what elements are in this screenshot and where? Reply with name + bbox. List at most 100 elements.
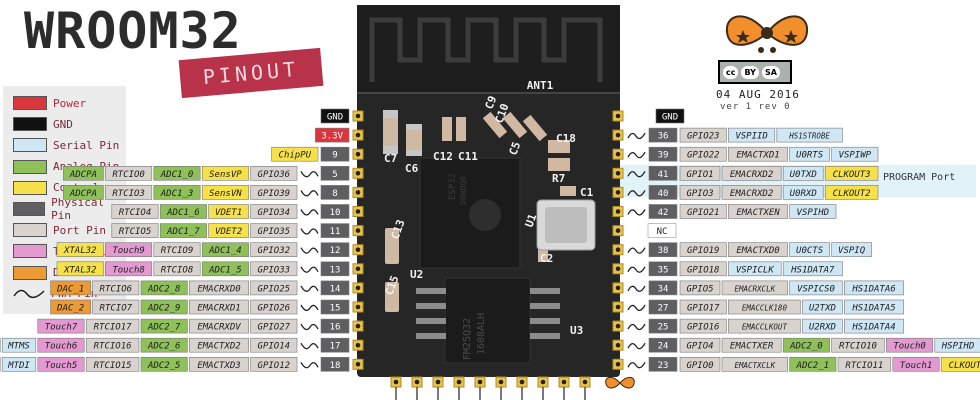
legend-label: Port Pin <box>53 223 106 237</box>
legend-swatch <box>13 202 46 216</box>
bottom-pad-row <box>390 376 635 400</box>
pin-label-box <box>85 337 140 353</box>
component-label: C12 <box>433 150 453 163</box>
pin-label-box <box>1 337 37 353</box>
pin-label: GPIO17 <box>687 304 720 314</box>
legend-item: Port Pin <box>13 221 106 239</box>
pin-label: ADCPA <box>69 189 97 199</box>
pwm-wave-icon <box>300 361 319 369</box>
pin-label: HS1DATA6 <box>851 284 895 294</box>
pin-label: GPIO5 <box>686 284 713 294</box>
pin-label-box <box>648 280 678 296</box>
pin-hole <box>355 362 361 367</box>
pin-label: VSPICLK <box>736 265 775 275</box>
pin-label: U0TXD <box>790 170 817 180</box>
bottom-pin-pad <box>537 376 549 400</box>
pin-label-box <box>250 318 298 334</box>
pin-label: 34 <box>658 284 669 294</box>
pin-hole <box>355 266 361 272</box>
chip-marking-2: D0WDQ6 <box>459 176 468 205</box>
program-port-label: PROGRAM Port <box>883 172 956 183</box>
pin-label-box <box>886 337 934 353</box>
pin-label: XTAL32 <box>63 265 97 275</box>
legend-swatch <box>13 138 47 153</box>
component-label: R7 <box>552 172 565 185</box>
pin-label: 8 <box>332 189 337 199</box>
esp32-chip <box>419 157 521 269</box>
bottom-pin-pad <box>495 376 507 400</box>
pin-label-box <box>189 318 249 334</box>
pin-label: RTCIO8 <box>161 265 194 275</box>
pin-label-box <box>824 166 879 181</box>
pin-label: EMACCLK180 <box>742 304 788 313</box>
pin-label: 5 <box>332 170 337 180</box>
pin-label: CLKOUT3 <box>833 170 871 180</box>
component-label: C11 <box>458 150 478 163</box>
pin-label-box <box>648 127 678 143</box>
pin-label: GND <box>662 113 678 123</box>
bottom-pin-pad <box>390 376 402 400</box>
pin-label: RTCIO7 <box>100 304 133 314</box>
pin-label-box <box>721 166 782 181</box>
pin-label-box <box>153 261 201 277</box>
legend-item: Serial Pin <box>13 136 119 154</box>
pin-label-box <box>159 223 207 238</box>
pin-label: GPIO34 <box>258 208 291 218</box>
pin-label-box <box>648 299 678 315</box>
pin-label: 11 <box>330 227 341 237</box>
pin-hole <box>615 247 621 252</box>
pin-label: GPIO4 <box>686 342 713 352</box>
pin-label: GPIO33 <box>258 265 291 275</box>
version-label: ver 1 rev 0 <box>720 102 791 112</box>
pin-label-box <box>153 166 201 181</box>
component-label: C18 <box>556 132 576 145</box>
pin-label-box <box>140 356 188 372</box>
pin-label-box <box>320 337 350 353</box>
license-tag: BY <box>741 65 759 79</box>
pin-label-box <box>721 185 782 200</box>
pin-label: HS1DATA4 <box>851 323 895 333</box>
pin-hole <box>355 247 361 252</box>
pin-label: SensVP <box>209 170 242 180</box>
pin-label-box <box>189 299 249 315</box>
pin-label-box <box>201 166 249 181</box>
pin-label-box <box>63 166 104 181</box>
pin-label: GPIO16 <box>687 323 720 333</box>
pin-label-box <box>320 280 350 296</box>
pin-label-box <box>140 299 188 315</box>
pin-label: RTCIO11 <box>845 361 883 371</box>
pin-label: RTCIO5 <box>119 227 152 237</box>
pin-row-left: 18GPIO12EMACTXD3ADC2_5RTCIO15Touch5MTDIH… <box>0 356 364 372</box>
pin-label-box <box>776 127 843 143</box>
pin-label: RTCIO15 <box>94 361 132 371</box>
pwm-wave-icon <box>300 209 319 216</box>
legend-label: Power <box>53 96 87 110</box>
pin-label: RTCIO3 <box>112 189 145 199</box>
pwm-wave-icon <box>300 342 319 350</box>
pwm-wave-icon <box>300 285 319 292</box>
pin-label: GPIO3 <box>686 189 713 199</box>
pin-label-box <box>844 299 904 315</box>
pin-label-box <box>837 356 892 372</box>
pin-label: GPIO22 <box>687 151 720 161</box>
antenna-label: ANT1 <box>527 79 554 92</box>
pin-label: GND <box>327 113 343 123</box>
component-label: U3 <box>570 324 583 337</box>
pin-label: XTAL32 <box>63 246 97 256</box>
pin-label-box <box>250 166 298 181</box>
component-label: C15 <box>383 274 402 297</box>
pin-label: 24 <box>658 342 669 352</box>
pwm-wave-icon <box>300 190 319 197</box>
pin-hole <box>615 285 621 291</box>
pin-label: U0RXD <box>790 189 817 199</box>
pin-label: 38 <box>658 246 669 256</box>
pin-label: ADC2_7 <box>147 323 181 333</box>
pin-label: HS1STROBE <box>788 132 830 141</box>
pin-label-box <box>320 204 350 219</box>
